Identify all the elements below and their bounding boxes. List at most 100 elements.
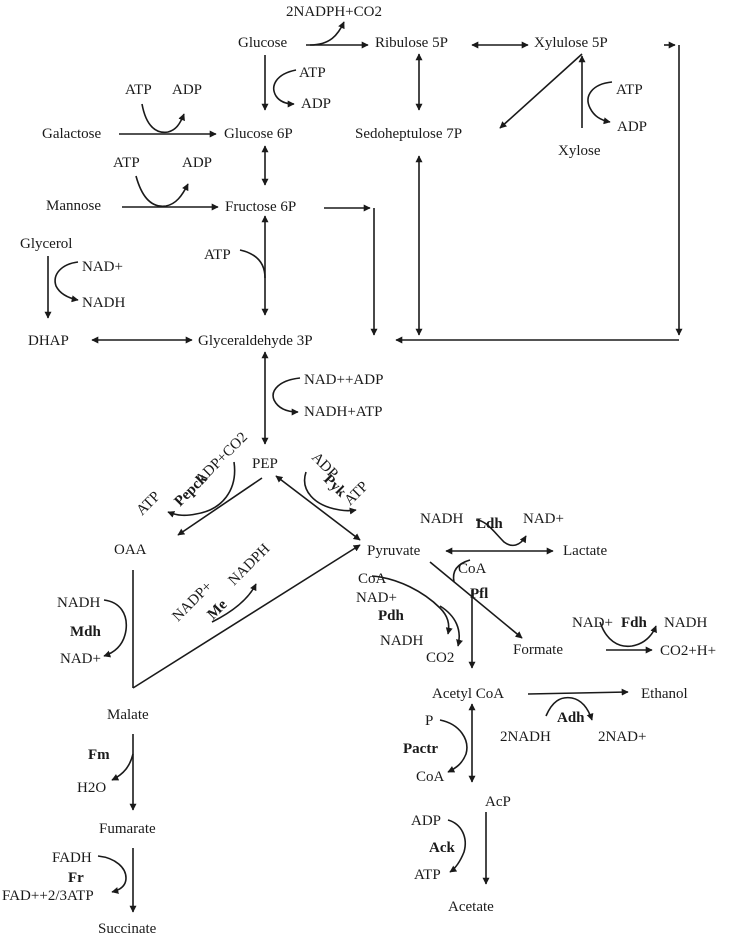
enzyme-fdh: Fdh [621,615,648,631]
enzyme-adh: Adh [557,710,585,726]
cofactor-mannose-atp: ATP [113,155,140,171]
metabolite-glycerol: Glycerol [20,236,72,252]
metabolite-mannose: Mannose [46,198,101,214]
arrow-adh-cofactors [545,696,594,721]
arc-fructose-atp [239,249,266,279]
cofactor-galactose-atp: ATP [125,82,152,98]
arrow-pyruvate-to-formate [429,561,523,639]
enzyme-pdh: Pdh [378,608,405,624]
metabolite-lactate: Lactate [563,543,607,559]
metabolite-xylose: Xylose [558,143,601,159]
cofactor-g3p-nad-adp: NAD++ADP [304,372,383,388]
arrow-xylulose-to-sedoheptulose [499,53,583,129]
metabolite-xylulose-5p: Xylulose 5P [534,35,608,51]
cofactor-glycerol-nadh: NADH [82,295,125,311]
reaction-arrows [44,21,683,913]
cofactor-mannose-adp: ADP [182,155,212,171]
cofactor-xylose-atp: ATP [616,82,643,98]
metabolite-glucose: Glucose [238,35,287,51]
cofactor-2nadph-co2: 2NADPH+CO2 [286,4,382,20]
cofactor-g3p-nadh-atp: NADH+ATP [304,404,382,420]
cofactor-fructose-atp: ATP [204,247,231,263]
cofactor-fdh-co2-h: CO2+H+ [660,643,716,659]
metabolite-glucose-6p: Glucose 6P [224,126,293,142]
cofactor-fdh-nad: NAD+ [572,615,613,631]
arrow-me-cofactors [211,583,257,623]
metabolite-acp: AcP [485,794,511,810]
metabolite-oaa: OAA [114,542,147,558]
arrow-fm-h2o [111,753,134,781]
cofactor-pdh-co2: CO2 [426,650,454,666]
metabolite-dhap: DHAP [28,333,69,349]
cofactor-me-nadp: NADP+ [170,579,216,625]
cofactor-fr-fadh: FADH [52,850,92,866]
arrow-galactose-atp-adp [141,103,185,134]
arrow-glycerol-nad-nadh [54,261,79,303]
arrow-mdh-cofactors [103,599,128,658]
cofactor-ack-atp: ATP [414,867,441,883]
enzyme-mdh: Mdh [70,624,102,640]
metabolite-fructose-6p: Fructose 6P [225,199,296,215]
arrow-pep-pyruvate [275,475,361,541]
metabolite-glyceraldehyde-3p: Glyceraldehyde 3P [198,333,313,349]
cofactor-adh-2nad: 2NAD+ [598,729,646,745]
cofactor-ldh-nad: NAD+ [523,511,564,527]
cofactor-glucose-adp: ADP [301,96,331,112]
arrow-acetylcoa-to-ethanol [527,688,629,696]
cofactor-pfl-coa: CoA [458,561,487,577]
cofactor-ack-adp: ADP [411,813,441,829]
cofactor-fr-fad-atp: FAD++2/3ATP [2,888,94,904]
metabolite-ethanol: Ethanol [641,686,688,702]
metabolite-formate: Formate [513,642,563,658]
arrow-fr-cofactors [97,855,127,894]
cofactor-ldh-nadh: NADH [420,511,463,527]
cofactor-pactr-p: P [425,713,433,729]
metabolite-succinate: Succinate [98,921,157,937]
metabolite-malate: Malate [107,707,149,723]
cofactor-mdh-nad: NAD+ [60,651,101,667]
enzyme-fr: Fr [68,870,84,886]
arrow-mannose-atp-adp [135,175,189,207]
arrow-pdh-co2 [439,605,463,647]
enzyme-ldh: Ldh [476,516,503,532]
cofactor-pyk-atp: ATP [342,479,372,509]
arrow-pepck-cofactors [167,461,236,518]
metabolite-labels: Glucose Ribulose 5P Xylulose 5P Glucose … [20,35,688,937]
arrow-ldh-cofactors [475,519,527,547]
cofactor-xylose-adp: ADP [617,119,647,135]
cofactor-mdh-nadh: NADH [57,595,100,611]
cofactor-pactr-coa: CoA [416,769,445,785]
enzyme-pactr: Pactr [403,741,438,757]
metabolite-ribulose-5p: Ribulose 5P [375,35,448,51]
metabolite-pep: PEP [252,456,278,472]
cofactor-galactose-adp: ADP [172,82,202,98]
cofactor-pdh-nadh: NADH [380,633,423,649]
arrow-malate-to-pyruvate [132,544,361,689]
arrow-xylose-atp-adp [587,81,613,125]
arc-pfl-coa [452,559,471,583]
enzyme-fm: Fm [88,747,110,763]
cofactor-adh-2nadh: 2NADH [500,729,551,745]
cofactor-glucose-atp: ATP [299,65,326,81]
cofactor-pdh-coa: CoA [358,571,387,587]
metabolite-galactose: Galactose [42,126,101,142]
cofactor-pepck-atp: ATP [134,489,164,519]
cofactor-fm-h2o: H2O [77,780,106,796]
metabolite-pyruvate: Pyruvate [367,543,421,559]
arrow-pactr-cofactors [439,719,468,773]
metabolite-acetate: Acetate [448,899,494,915]
metabolite-fumarate: Fumarate [99,821,156,837]
arrow-pep-to-oaa [177,477,263,536]
arrow-glucose-atp-adp [272,69,297,108]
metabolite-sedoheptulose-7p: Sedoheptulose 7P [355,126,462,142]
arrow-pyk-cofactors [303,471,357,515]
enzyme-ack: Ack [429,840,455,856]
arrow-ack-cofactors [447,819,466,873]
cofactor-glycerol-nad: NAD+ [82,259,123,275]
arrow-g3p-cofactors [272,377,301,416]
metabolite-acetyl-coa: Acetyl CoA [432,686,504,702]
arrow-pdh-cofactors [371,575,453,635]
arrow-fdh-cofactors [599,621,657,648]
cofactor-pdh-nad: NAD+ [356,590,397,606]
